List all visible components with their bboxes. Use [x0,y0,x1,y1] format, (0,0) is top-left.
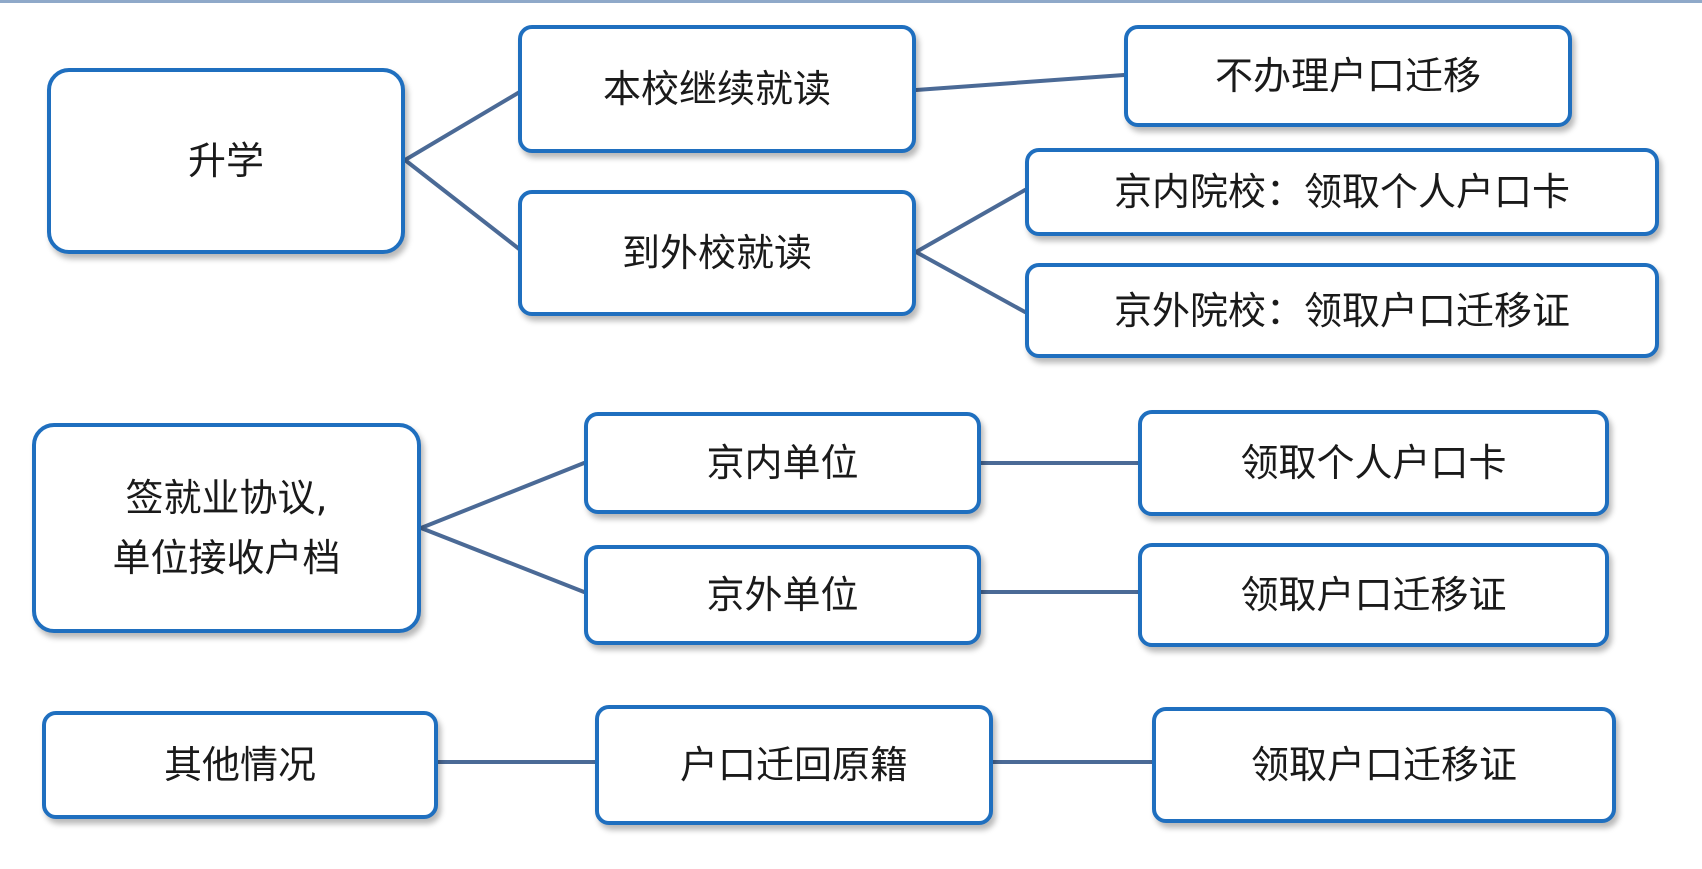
node-jingwai-danwei: 京外单位 [584,545,981,645]
node-hukou-qianhui-yuanji: 户口迁回原籍 [595,705,993,825]
node-buban-hukou-qianyi: 不办理户口迁移 [1124,25,1572,127]
node-shengxue: 升学 [47,68,405,254]
node-lingqu-hukou-qianyizheng-2: 领取户口迁移证 [1152,707,1616,823]
connector-dw-to-jn [914,188,1027,254]
node-qian-jiuye-xieyi: 签就业协议, 单位接收户档 [32,423,421,633]
node-daowaixiao-jiudu: 到外校就读 [518,190,916,316]
top-rule [0,0,1702,3]
connector-dw-to-jw [914,250,1027,314]
node-benxiao-jixu-jiudu: 本校继续就读 [518,25,916,153]
connector-qy-to-jwdw [419,526,586,594]
connector-sx-to-dw [403,158,525,254]
connector-bx-to-bbl [914,73,1126,92]
node-lingqu-geren-hukouka: 领取个人户口卡 [1138,410,1609,516]
connector-qy-to-jndw [419,461,586,530]
node-jingwai-yuanxiao: 京外院校：领取户口迁移证 [1025,263,1659,358]
connector-sx-to-bx [403,88,525,162]
node-qita-qingkuang: 其他情况 [42,711,438,819]
node-jingnei-danwei: 京内单位 [584,412,981,514]
node-jingnei-yuanxiao: 京内院校：领取个人户口卡 [1025,148,1659,236]
node-lingqu-hukou-qianyizheng-1: 领取户口迁移证 [1138,543,1609,647]
